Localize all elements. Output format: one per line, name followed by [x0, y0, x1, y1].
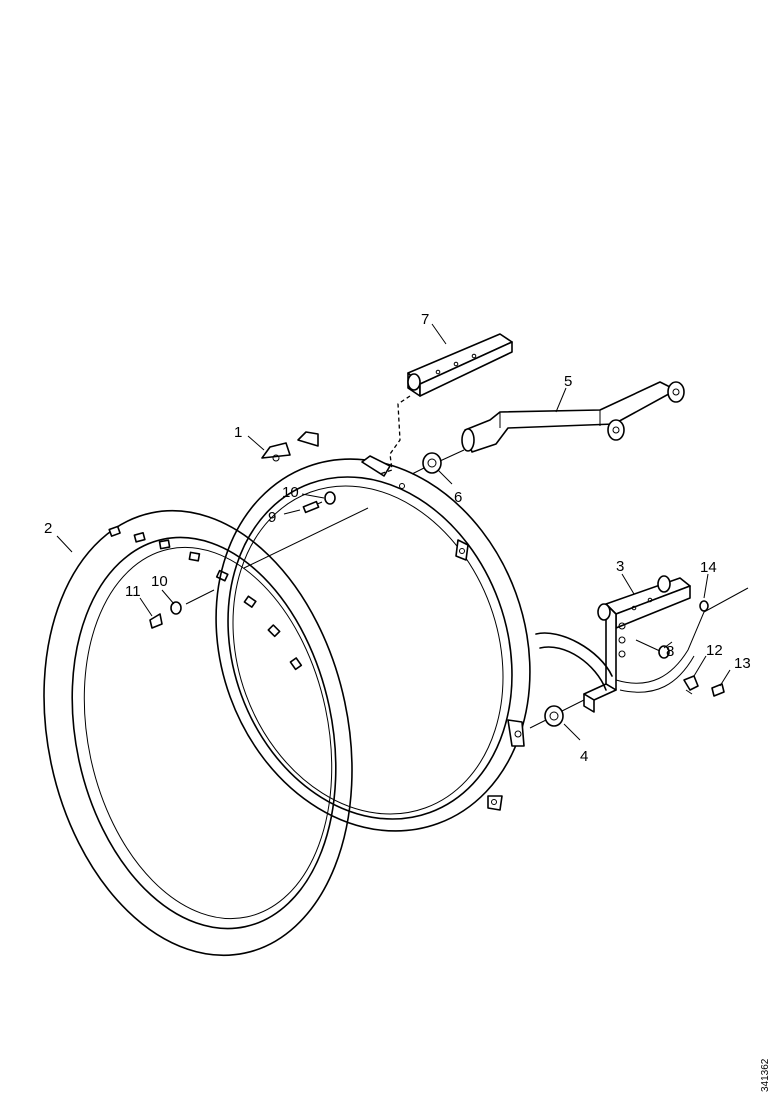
part-4-bushing	[529, 699, 585, 729]
callout-12: 12	[706, 642, 723, 659]
parts-10-11-screw-washer	[149, 601, 182, 629]
part-5-upper-strut	[461, 381, 685, 453]
part-1-rear-ring	[215, 431, 531, 832]
callout-6: 6	[454, 489, 462, 506]
hose-cable	[535, 587, 749, 693]
callout-9: 9	[268, 509, 276, 526]
callout-8: 8	[666, 643, 674, 660]
callout-4: 4	[580, 748, 588, 765]
callout-7: 7	[421, 311, 429, 328]
callout-10a: 10	[282, 484, 299, 501]
part-7-upper-bracket	[407, 333, 513, 397]
parts-9-10-bolt-washer	[302, 491, 336, 514]
part-3-side-bracket	[583, 575, 691, 713]
callout-leaders	[56, 323, 731, 741]
reference-code: 341362	[760, 1058, 771, 1092]
part-7-dashed-connector	[379, 395, 411, 475]
part-14-fastener	[699, 600, 709, 612]
front-ring-tabs	[108, 525, 303, 671]
alignment-line	[243, 507, 369, 569]
part-2-front-ring	[43, 509, 353, 957]
callout-11: 11	[125, 583, 141, 600]
callout-3: 3	[616, 558, 624, 575]
part-8-screw	[635, 639, 670, 659]
callout-13: 13	[734, 655, 751, 672]
callout-5: 5	[564, 373, 572, 390]
part-6-bushing	[411, 449, 465, 475]
callout-1: 1	[234, 424, 242, 441]
callout-labels: 1 2 3 4 5 6 7 8 9 10 10 11 12 13 14	[44, 311, 751, 765]
part-13-screw	[711, 683, 725, 697]
alignment-line-2	[185, 589, 215, 605]
callout-14: 14	[700, 559, 717, 576]
callout-10b: 10	[151, 573, 168, 590]
callout-2: 2	[44, 520, 52, 537]
part-12-clip	[683, 675, 699, 695]
